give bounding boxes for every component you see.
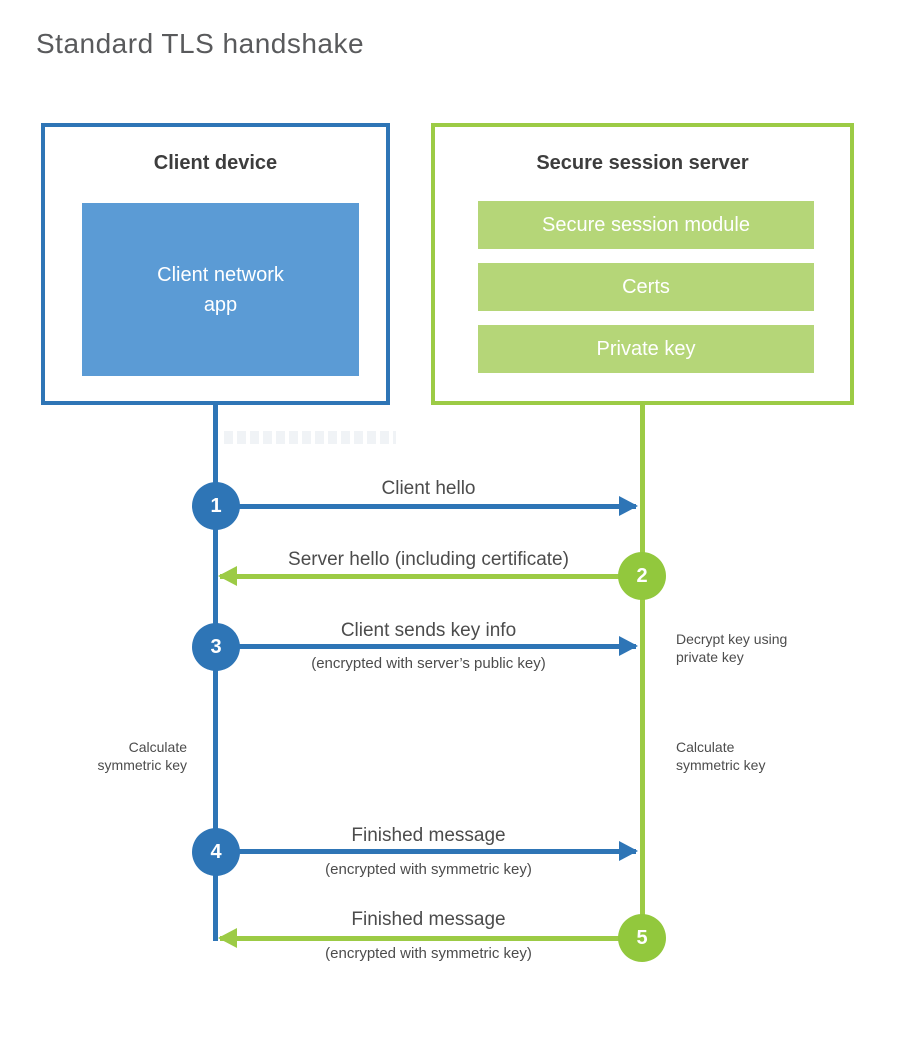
sublabel-finished-server: (encrypted with symmetric key)	[325, 945, 532, 962]
server-title: Secure session server	[536, 152, 749, 174]
note-calc-right-line2: symmetric key	[676, 756, 766, 773]
arrowhead-left-icon	[218, 928, 237, 948]
step-badge-5: 5	[618, 914, 666, 962]
sublabel-finished-client: (encrypted with symmetric key)	[325, 861, 532, 878]
page-title: Standard TLS handshake	[36, 28, 365, 59]
arrow-client-hello	[215, 496, 638, 516]
client-device-title: Client device	[153, 152, 278, 174]
note-calc-left-line2: symmetric key	[97, 756, 187, 773]
label-client-key-info: Client sends key info	[340, 620, 517, 641]
step-badge-4: 4	[192, 828, 240, 876]
server-module-private-key: Private key	[478, 325, 814, 373]
label-server-hello: Server hello (including certificate)	[288, 549, 569, 570]
label-finished-server: Finished message	[351, 909, 506, 930]
arrow-server-hello	[218, 566, 642, 586]
note-calc-left-line1: Calculate	[128, 739, 187, 755]
arrowhead-right-icon	[619, 841, 638, 861]
client-device-box: Client device Client network app	[41, 123, 390, 405]
note-decrypt-line2: private key	[676, 648, 744, 665]
client-app-line2: app	[203, 293, 238, 316]
client-app-line1: Client network	[157, 263, 284, 286]
note-decrypt-key: Decrypt key using private key	[676, 631, 787, 666]
sublabel-client-key-info: (encrypted with server’s public key)	[311, 655, 546, 672]
label-finished-client: Finished message	[351, 825, 506, 846]
note-decrypt-line1: Decrypt key using	[676, 631, 788, 647]
server-lifeline	[640, 405, 645, 938]
faint-dashed-artifact	[224, 431, 396, 444]
arrow-client-key-info	[215, 636, 638, 656]
arrow-finished-client	[215, 841, 638, 861]
arrowhead-right-icon	[619, 636, 638, 656]
arrowhead-right-icon	[619, 496, 638, 516]
label-client-hello: Client hello	[381, 478, 476, 499]
secure-session-server-box: Secure session server Secure session mod…	[431, 123, 854, 405]
note-calc-symmetric-key-client: Calculate symmetric key	[40, 739, 187, 774]
note-calc-symmetric-key-server: Calculate symmetric key	[676, 739, 765, 774]
client-network-app-box: Client network app	[82, 203, 359, 376]
arrow-finished-server	[218, 928, 642, 948]
server-module-secure-session: Secure session module	[478, 201, 814, 249]
server-module-certs: Certs	[478, 263, 814, 311]
note-calc-right-line1: Calculate	[676, 739, 735, 755]
step-badge-1: 1	[192, 482, 240, 530]
client-lifeline	[213, 405, 218, 941]
step-badge-3: 3	[192, 623, 240, 671]
step-badge-2: 2	[618, 552, 666, 600]
arrowhead-left-icon	[218, 566, 237, 586]
